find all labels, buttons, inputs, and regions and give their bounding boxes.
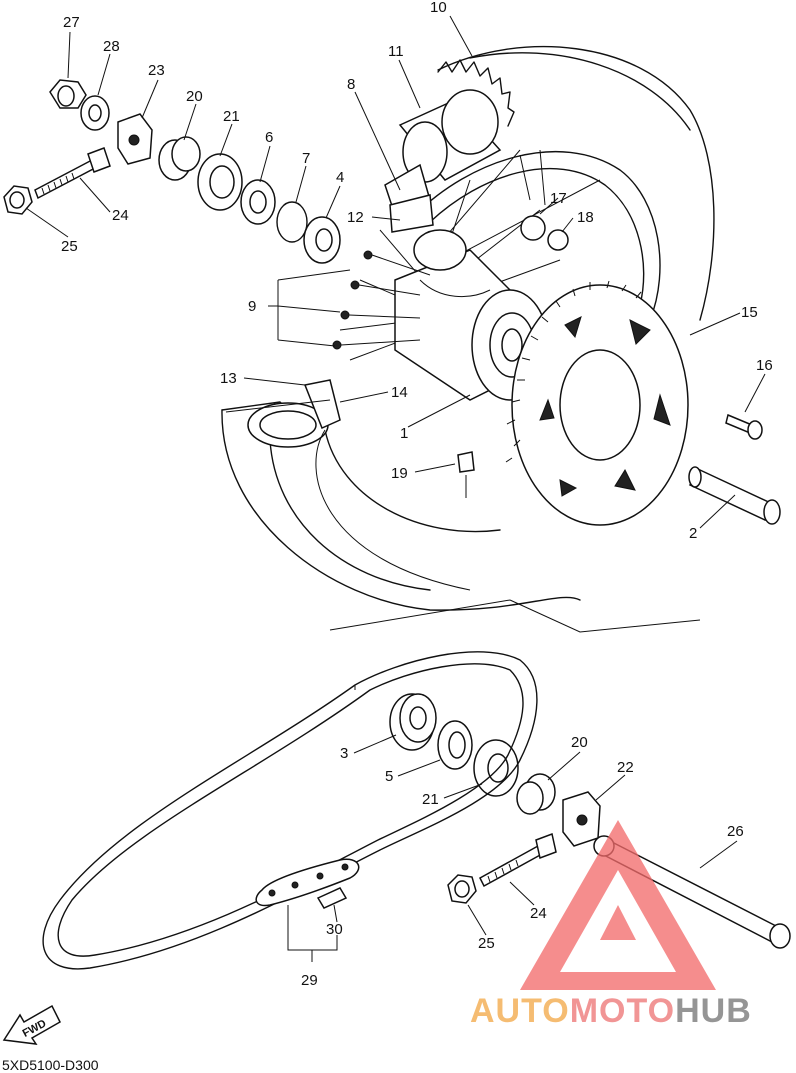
- label-20-lower: 20: [571, 734, 588, 751]
- label-26: 26: [727, 823, 744, 840]
- label-20: 20: [186, 88, 203, 105]
- label-21: 21: [223, 108, 240, 125]
- label-10: 10: [430, 0, 447, 16]
- label-4: 4: [336, 169, 344, 186]
- part-16: [725, 413, 763, 440]
- label-2: 2: [689, 525, 697, 542]
- label-8: 8: [347, 76, 355, 93]
- label-3: 3: [340, 745, 348, 762]
- frame-line: [225, 399, 701, 690]
- label-13: 13: [220, 370, 237, 387]
- part-24-bolt: [34, 158, 96, 200]
- label-30: 30: [326, 921, 343, 938]
- label-28: 28: [103, 38, 120, 55]
- watermark-text-moto: MOTO: [570, 992, 675, 1030]
- svg-text:AUTOMOTOHUB: AUTOMOTOHUB: [470, 992, 752, 1030]
- label-27: 27: [63, 14, 80, 31]
- part-9-bolts: [332, 250, 431, 350]
- label-12: 12: [347, 209, 364, 226]
- callout-labels: 27 28 23 20 21 6 7 4 8 11 10 12 17 18 9 …: [61, 0, 773, 989]
- part-11: [398, 89, 502, 183]
- label-14: 14: [391, 384, 408, 401]
- label-11: 11: [388, 43, 404, 60]
- label-23: 23: [148, 62, 165, 79]
- part-2-collar: [688, 466, 781, 525]
- label-18: 18: [577, 209, 594, 226]
- part-19: [457, 451, 475, 498]
- watermark-text-auto: AUTO: [470, 992, 570, 1030]
- label-25-upper: 25: [61, 238, 78, 255]
- master-link: [255, 858, 360, 909]
- watermark-text-hub: HUB: [675, 992, 752, 1030]
- label-29: 29: [301, 972, 318, 989]
- label-19: 19: [391, 465, 408, 482]
- label-17: 17: [550, 190, 567, 207]
- label-16: 16: [756, 357, 773, 374]
- part-17: [520, 215, 546, 241]
- label-9: 9: [248, 298, 256, 315]
- label-15: 15: [741, 304, 758, 321]
- part-13-14: [247, 379, 471, 591]
- label-5: 5: [385, 768, 393, 785]
- part-12: [389, 194, 434, 233]
- watermark-triangle-icon: [520, 820, 716, 990]
- tire: [221, 45, 715, 611]
- label-7: 7: [302, 150, 310, 167]
- drawing-code: 5XD5100-D300: [2, 1057, 99, 1073]
- part-7-circlip: [276, 201, 308, 243]
- label-21-lower: 21: [422, 791, 439, 808]
- leader-lines: [25, 15, 766, 962]
- label-24-lower: 24: [530, 905, 547, 922]
- label-22: 22: [617, 759, 634, 776]
- label-1: 1: [400, 425, 408, 442]
- rear-sprocket: [505, 280, 689, 526]
- label-25-lower: 25: [478, 935, 495, 952]
- automotohub-watermark-logo: AUTOMOTOHUB: [470, 820, 752, 1030]
- left-axle-stack: [3, 79, 341, 264]
- label-24-upper: 24: [112, 207, 129, 224]
- part-18: [547, 229, 569, 251]
- drive-chain: [42, 651, 538, 970]
- label-6: 6: [265, 129, 273, 146]
- fwd-arrow-icon: FWD: [2, 1004, 61, 1045]
